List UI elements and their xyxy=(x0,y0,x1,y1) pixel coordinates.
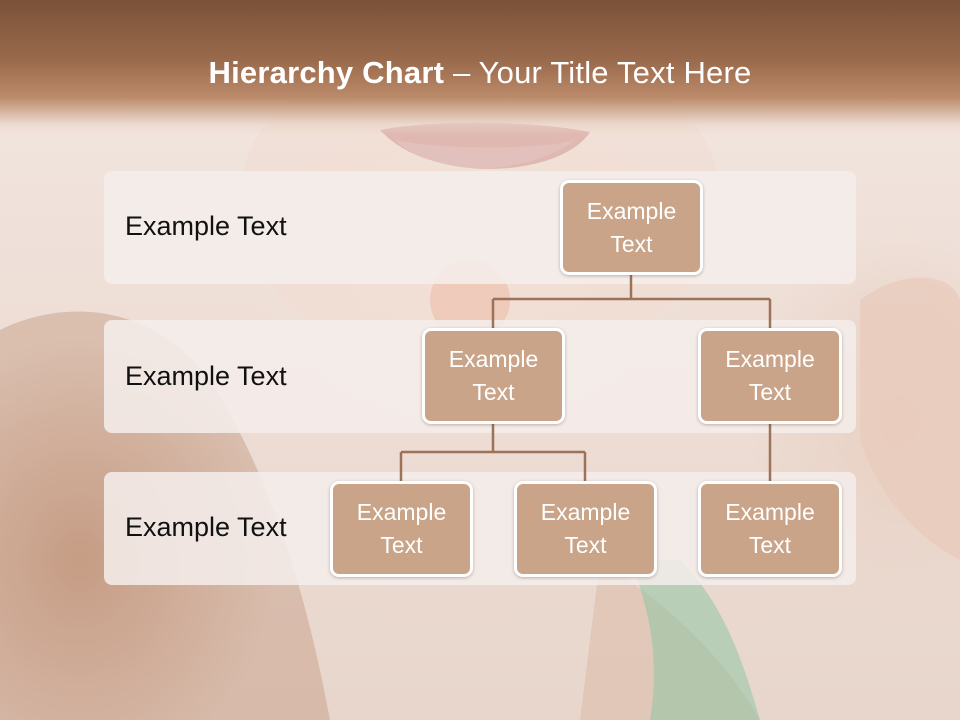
level-label-2: Example Text xyxy=(125,361,287,391)
node-bottom-1[interactable]: Example Text xyxy=(330,481,473,577)
slide-title: Hierarchy Chart – Your Title Text Here xyxy=(0,55,960,91)
slide-title-bold: Hierarchy Chart xyxy=(208,55,445,90)
connector-root-to-mid xyxy=(491,274,772,330)
title-band xyxy=(0,0,960,135)
node-mid-left-text: Example Text xyxy=(448,346,539,405)
node-root[interactable]: Example Text xyxy=(560,180,703,275)
node-bottom-1-text: Example Text xyxy=(356,499,447,558)
level-label-1: Example Text xyxy=(125,211,287,241)
node-mid-left[interactable]: Example Text xyxy=(422,328,565,424)
node-bottom-2[interactable]: Example Text xyxy=(514,481,657,577)
node-bottom-2-text: Example Text xyxy=(540,499,631,558)
node-root-text: Example Text xyxy=(586,197,677,257)
slide-title-rest: – Your Title Text Here xyxy=(444,55,752,90)
connector-midleft-to-bottom xyxy=(399,422,587,483)
level-label-3: Example Text xyxy=(125,512,287,542)
node-mid-right-text: Example Text xyxy=(725,346,815,405)
node-bottom-3-text: Example Text xyxy=(725,499,815,558)
green-top-shape xyxy=(630,560,760,720)
level-band-1 xyxy=(104,171,856,284)
node-mid-right[interactable]: Example Text xyxy=(698,328,842,424)
node-bottom-3[interactable]: Example Text xyxy=(698,481,842,577)
hand-shape xyxy=(860,277,960,560)
smile-shape xyxy=(395,140,575,169)
